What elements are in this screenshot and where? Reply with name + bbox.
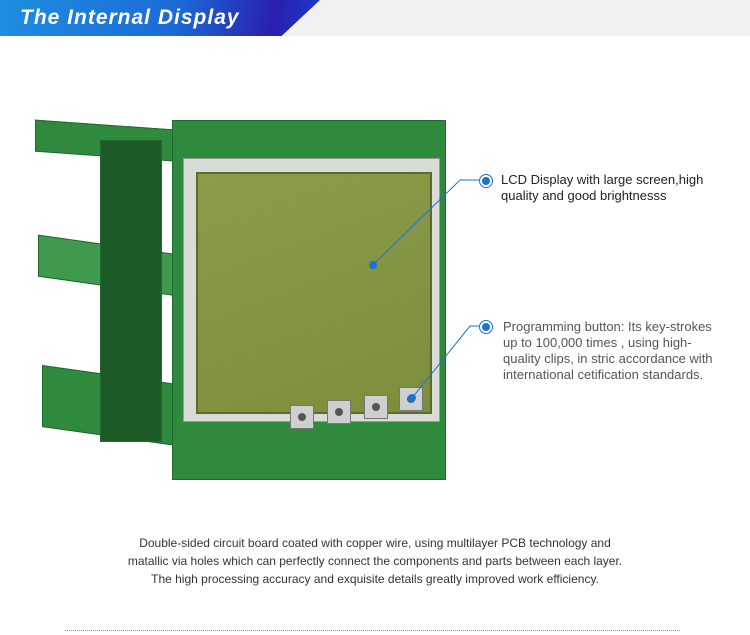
lcd-callout: LCD Display with large screen,high quali… <box>501 172 704 203</box>
callout-dot-icon <box>480 175 492 187</box>
lcd-screen <box>196 172 432 414</box>
description-line: matallic via holes which can perfectly c… <box>127 554 623 568</box>
divider <box>65 630 680 631</box>
description-line: Double-sided circuit board coated with c… <box>139 536 611 550</box>
page-title: The Internal Display <box>20 6 240 29</box>
header-bar: The Internal Display <box>0 0 750 36</box>
description-line: The high processing accuracy and exquisi… <box>151 572 599 586</box>
program-button-1 <box>290 405 314 429</box>
program-button-2 <box>327 400 351 424</box>
program-button-3 <box>364 395 388 419</box>
header-band <box>0 0 320 36</box>
button-callout: Programming button: Its key-strokes up t… <box>503 319 713 382</box>
description: Double-sided circuit board coated with c… <box>0 534 750 588</box>
callout-dot-icon <box>480 321 492 333</box>
